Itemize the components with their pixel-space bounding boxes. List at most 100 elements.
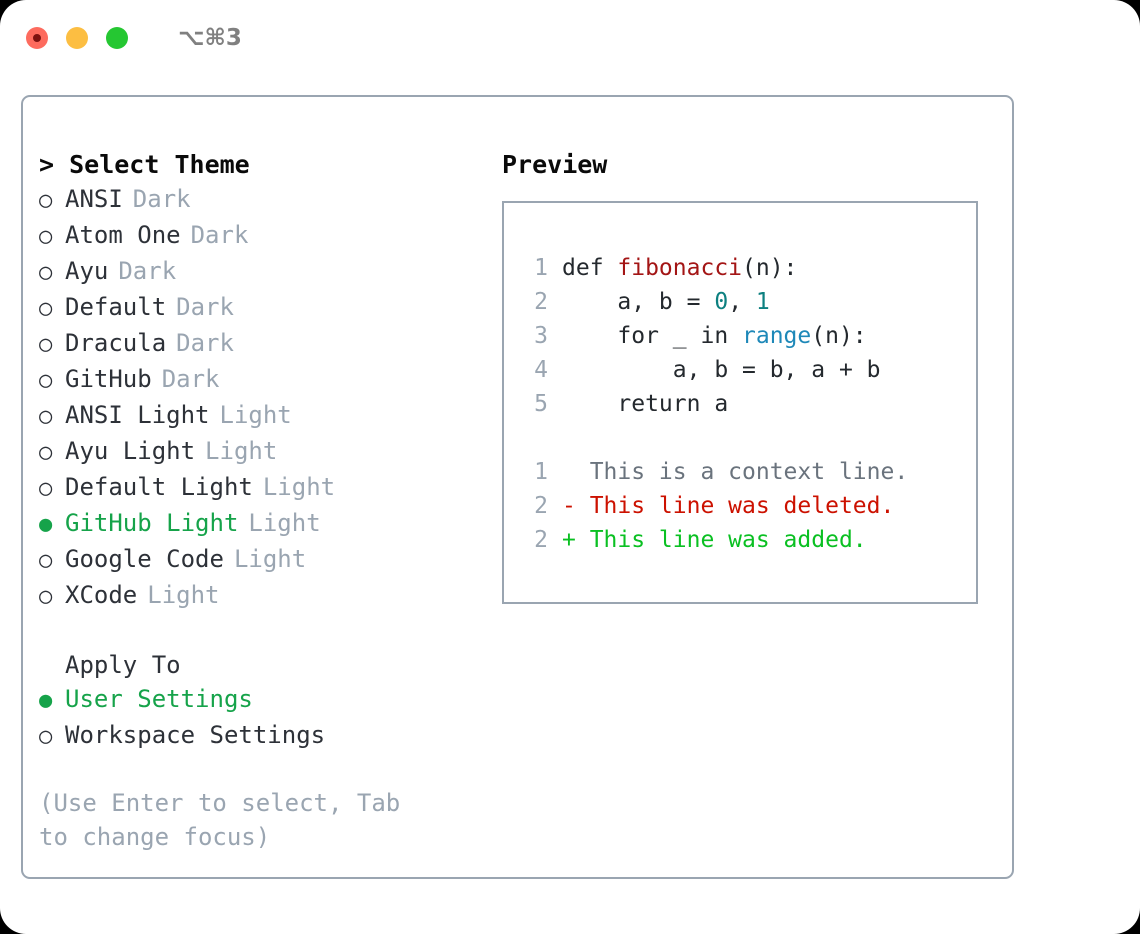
minimize-window-button[interactable] <box>66 27 88 49</box>
radio-selected-icon: ● <box>39 512 53 537</box>
theme-option-label: Ayu <box>65 257 109 285</box>
theme-option-variant-tag: Dark <box>132 185 191 213</box>
code-token: , <box>728 289 756 315</box>
theme-option-github[interactable]: ○ GitHub Dark <box>39 362 489 398</box>
keyboard-hint-text: (Use Enter to select, Tab to change focu… <box>39 789 415 851</box>
diff-line: 1 This is a context line. <box>522 455 976 489</box>
radio-unselected-icon: ○ <box>39 188 53 213</box>
theme-option-variant-tag: Light <box>147 581 220 609</box>
diff-line: 2 - This line was deleted. <box>522 489 976 523</box>
theme-option-label: Ayu Light <box>65 437 196 465</box>
keyboard-shortcut-label: ⌥⌘3 <box>178 25 242 51</box>
code-token: return a <box>562 391 729 417</box>
code-token: fibonacci <box>617 255 743 281</box>
window-controls <box>26 27 128 49</box>
code-token: 1 <box>755 289 770 315</box>
apply-to-option-user-settings[interactable]: ● User Settings <box>39 682 489 718</box>
radio-unselected-icon: ○ <box>39 296 53 321</box>
theme-option-label: Default Light <box>65 473 253 501</box>
theme-option-ansi-light[interactable]: ○ ANSI Light Light <box>39 398 489 434</box>
theme-option-dracula[interactable]: ○ Dracula Dark <box>39 326 489 362</box>
theme-option-google-code[interactable]: ○ Google Code Light <box>39 542 489 578</box>
radio-unselected-icon: ○ <box>39 548 53 573</box>
theme-option-label: GitHub Light <box>65 509 239 537</box>
apply-to-option-workspace-settings[interactable]: ○Workspace Settings <box>39 718 489 754</box>
theme-option-default[interactable]: ○ Default Dark <box>39 290 489 326</box>
radio-unselected-icon: ○ <box>39 224 53 249</box>
line-number: 3 <box>534 323 548 349</box>
close-window-button[interactable] <box>26 27 48 49</box>
code-line-content: a, b = b, a + b <box>562 353 881 387</box>
radio-unselected-icon: ○ <box>39 260 53 285</box>
line-number: 4 <box>534 357 548 383</box>
theme-option-label: Default <box>65 293 167 321</box>
code-line: 5 return a <box>522 387 976 421</box>
line-number: 1 <box>534 459 548 485</box>
theme-option-variant-tag: Dark <box>190 221 249 249</box>
radio-unselected-icon: ○ <box>39 332 53 357</box>
theme-option-variant-tag: Dark <box>176 329 234 357</box>
apply-to-option-label: User Settings <box>65 685 253 713</box>
theme-option-label: Atom One <box>65 221 181 249</box>
radio-unselected-icon: ○ <box>39 584 53 609</box>
code-token: (n): <box>811 323 867 349</box>
line-number: 2 <box>534 289 548 315</box>
diff-line: 2 + This line was added. <box>522 523 976 557</box>
theme-option-default-light[interactable]: ○ Default Light Light <box>39 470 489 506</box>
code-token: def <box>562 255 618 281</box>
apply-to-option-list: ● User Settings ○Workspace Settings <box>39 682 489 754</box>
code-token: 0 <box>714 289 729 315</box>
code-line: 2 a, b = 0, 1 <box>522 285 976 319</box>
radio-unselected-icon: ○ <box>39 404 53 429</box>
theme-option-variant-tag: Light <box>219 401 292 429</box>
code-token: (n): <box>742 255 798 281</box>
theme-option-variant-tag: Dark <box>176 293 234 321</box>
line-number: 1 <box>534 255 548 281</box>
title-bar: ⌥⌘3 <box>0 0 1140 76</box>
theme-option-ayu[interactable]: ○ Ayu Dark <box>39 254 489 290</box>
radio-unselected-icon: ○ <box>39 476 53 501</box>
theme-option-variant-tag: Light <box>233 545 307 573</box>
code-token: for _ in <box>562 323 743 349</box>
theme-option-label: XCode <box>65 581 138 609</box>
theme-option-xcode[interactable]: ○ XCode Light <box>39 578 489 614</box>
code-token: a, b = <box>562 289 715 315</box>
code-line-content: for _ in range(n): <box>562 319 867 353</box>
line-number: 2 <box>534 527 548 553</box>
theme-option-variant-tag: Dark <box>118 257 177 285</box>
zoom-window-button[interactable] <box>106 27 128 49</box>
theme-option-github-light[interactable]: ● GitHub Light Light <box>39 506 489 542</box>
radio-unselected-icon: ○ <box>39 368 53 393</box>
line-number: 2 <box>534 493 548 519</box>
code-line: 4 a, b = b, a + b <box>522 353 976 387</box>
diff-line-content: + This line was added. <box>562 527 867 553</box>
radio-selected-icon: ● <box>39 688 53 713</box>
theme-option-atom-one[interactable]: ○ Atom One Dark <box>39 218 489 254</box>
theme-option-label: Google Code <box>65 545 224 573</box>
apply-to-header: Apply To <box>65 651 181 679</box>
theme-option-variant-tag: Light <box>248 509 321 537</box>
theme-option-variant-tag: Light <box>205 437 278 465</box>
list-spacer <box>39 614 489 648</box>
line-number: 5 <box>534 391 548 417</box>
code-line-content: def fibonacci(n): <box>562 251 797 285</box>
theme-option-label: GitHub <box>65 365 152 393</box>
theme-option-label: ANSI Light <box>65 401 210 429</box>
diff-line-content: This is a context line. <box>562 459 909 485</box>
theme-option-variant-tag: Light <box>262 473 336 501</box>
diff-sample: 1 This is a context line. 2 - This line wa… <box>522 455 976 557</box>
code-line-content: a, b = 0, 1 <box>562 285 770 319</box>
code-line-content: return a <box>562 387 728 421</box>
theme-option-label: Dracula <box>65 329 167 357</box>
theme-option-variant-tag: Dark <box>161 365 220 393</box>
preview-title: Preview <box>502 150 608 179</box>
code-line: 3 for _ in range(n): <box>522 319 976 353</box>
diff-line-content: - This line was deleted. <box>562 493 895 519</box>
